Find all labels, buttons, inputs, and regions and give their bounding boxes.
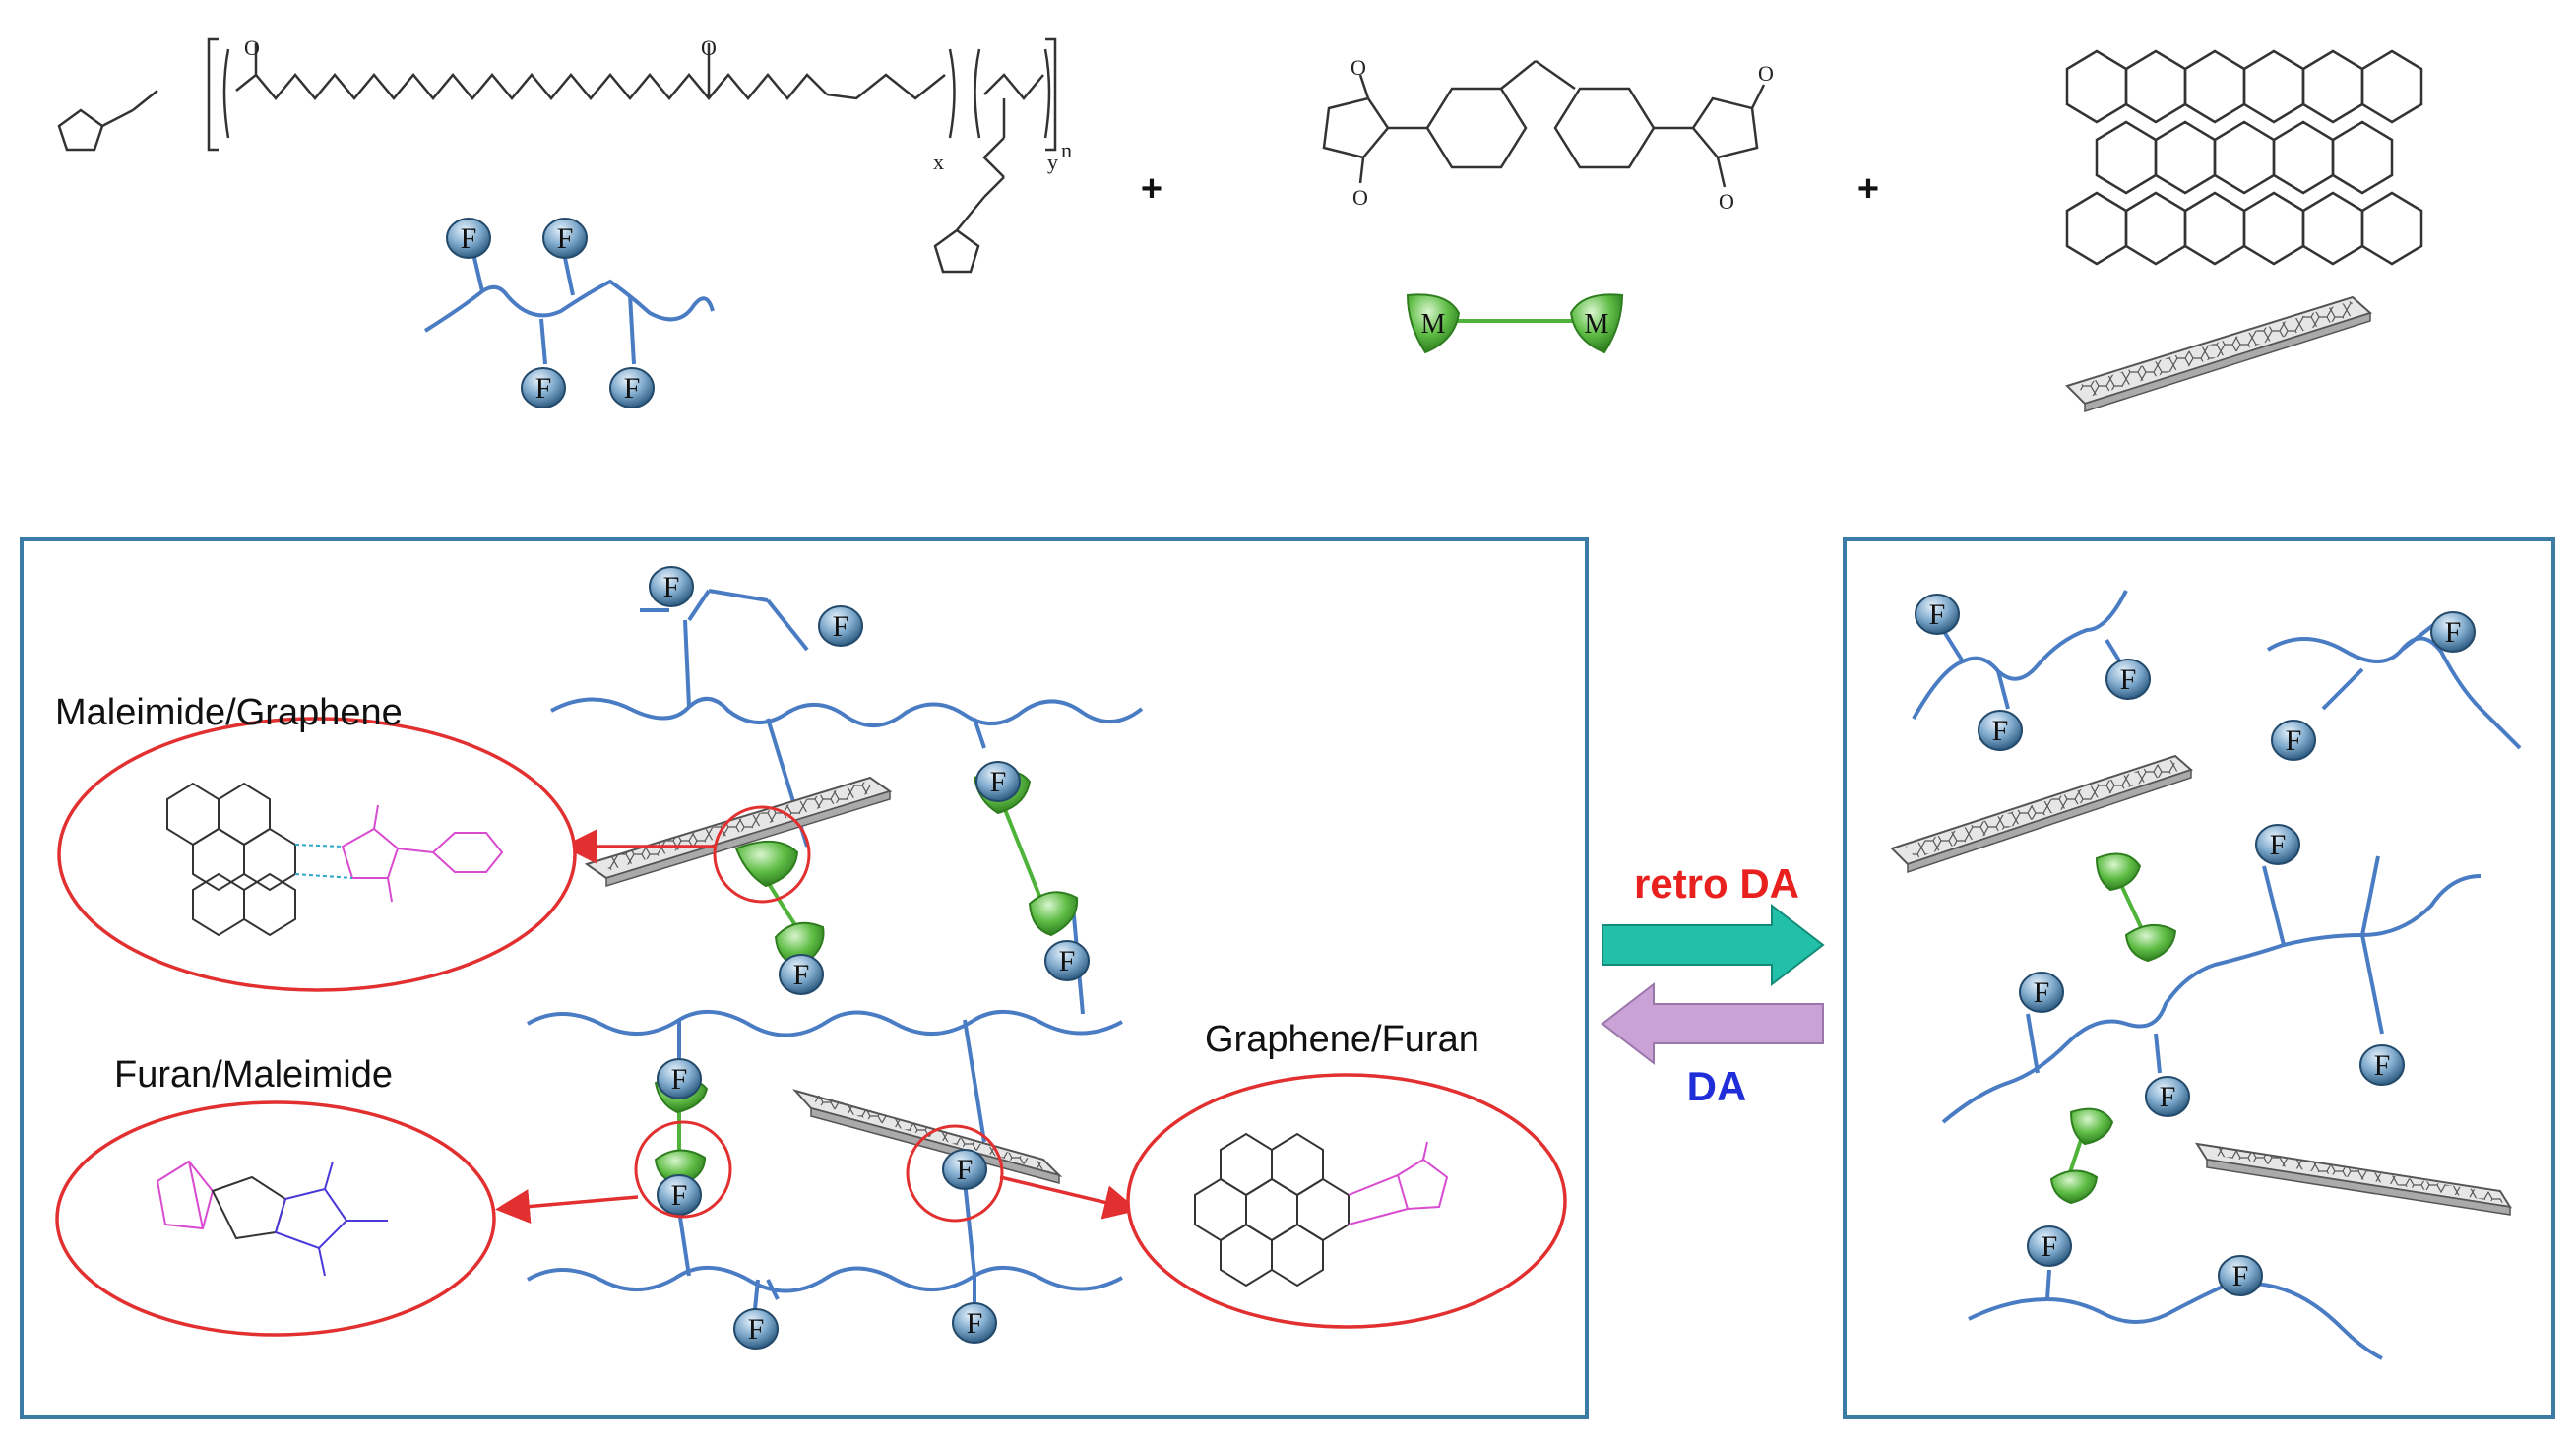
bismaleimide-structure	[1322, 59, 1766, 188]
svg-text:F: F	[671, 1063, 688, 1096]
highlight-circles	[634, 805, 1004, 1223]
sub-n: n	[1061, 138, 1072, 162]
svg-text:F: F	[2270, 829, 2287, 861]
dissociated-state-box	[1843, 537, 2555, 1419]
svg-text:F: F	[990, 766, 1007, 798]
furan-bead-group-top: F F F F	[446, 218, 655, 408]
network-chains	[526, 589, 1144, 1320]
retro-da-label: retro DA	[1634, 860, 1799, 907]
svg-text:F: F	[1992, 715, 2009, 747]
plus-sign-2: +	[1857, 168, 1879, 210]
svg-text:F: F	[793, 959, 810, 991]
bmi-o: O	[1719, 189, 1734, 214]
da-arrow	[1601, 981, 1824, 1066]
schematic-furan-polymer	[423, 257, 715, 365]
graphene-furan-label: Graphene/Furan	[1205, 1019, 1479, 1060]
furan-bead: F	[446, 218, 491, 259]
maleimide-graphene-callout	[57, 717, 577, 992]
furan-bead: F	[542, 218, 588, 259]
graphene-furan-callout	[1126, 1073, 1567, 1329]
furan-bead: F	[2255, 824, 2300, 865]
graphene-furan-bonds	[1348, 1141, 1449, 1225]
graphene-structure	[2065, 49, 2423, 266]
furan-bead: F	[2145, 1076, 2190, 1117]
svg-text:M: M	[1585, 309, 1609, 340]
graphene-sheet	[791, 1089, 1063, 1184]
furan-bead: F	[2027, 1225, 2072, 1267]
graphene-sheet	[1890, 754, 2193, 874]
svg-text:F: F	[2042, 1230, 2058, 1263]
polymer-structure	[57, 37, 1057, 274]
graphene-sheet-icon	[2065, 295, 2372, 413]
svg-text:F: F	[2445, 616, 2462, 649]
carbonyl-o-1: O	[244, 35, 260, 60]
svg-text:F: F	[663, 571, 680, 603]
svg-text:F: F	[833, 610, 849, 643]
furan-bead: F	[779, 954, 824, 995]
svg-text:F: F	[2374, 1049, 2391, 1082]
bmi-o: O	[1351, 55, 1366, 80]
svg-text:F: F	[2034, 976, 2050, 1009]
graphene-sheet	[584, 776, 893, 888]
carbonyl-o-2: O	[701, 35, 717, 60]
svg-text:F: F	[1929, 598, 1946, 631]
svg-text:F: F	[967, 1307, 983, 1340]
bmi-o: O	[1758, 61, 1774, 86]
furan-bead: F	[2271, 720, 2316, 761]
graphene-sheet	[2194, 1142, 2513, 1216]
schematic-bismaleimide: M M	[1406, 293, 1624, 354]
furan-bead: F	[1915, 594, 1960, 635]
sub-y: y	[1047, 150, 1058, 174]
sub-x: x	[933, 150, 944, 174]
furan-bead: F	[2105, 659, 2151, 700]
svg-text:F: F	[957, 1154, 974, 1186]
furan-bead: F	[1044, 940, 1090, 981]
svg-text:F: F	[2160, 1081, 2176, 1113]
maleimide-graphene-bonds	[294, 804, 504, 903]
furan-bead: F	[2359, 1044, 2405, 1086]
svg-text:F: F	[671, 1179, 688, 1212]
furan-bead: F	[657, 1174, 702, 1216]
svg-text:F: F	[557, 222, 574, 255]
furan-maleimide-label: Furan/Maleimide	[114, 1054, 393, 1096]
furan-bead: F	[942, 1149, 987, 1190]
svg-text:F: F	[461, 222, 477, 255]
free-bismaleimide	[2095, 852, 2177, 963]
furan-bead-group-network: F F F F F F F F F F	[649, 566, 1090, 1350]
furan-bead-group-free: F F F F F F F F F F F	[1915, 594, 2476, 1296]
svg-text:F: F	[624, 372, 641, 405]
svg-text:F: F	[1059, 945, 1076, 977]
furan-bead: F	[609, 367, 655, 408]
furan-bead: F	[2218, 1255, 2263, 1296]
callout-arrows	[495, 829, 1139, 1225]
svg-text:F: F	[2120, 663, 2137, 696]
graphene-furan-adduct	[1194, 1132, 1350, 1288]
retro-da-arrow	[1602, 903, 1825, 987]
svg-text:F: F	[535, 372, 552, 405]
furan-bead: F	[2430, 611, 2476, 653]
svg-text:F: F	[2232, 1260, 2249, 1292]
furan-bead: F	[2019, 972, 2064, 1013]
furan-bead: F	[521, 367, 566, 408]
furan-bead: F	[649, 566, 694, 607]
svg-text:F: F	[748, 1313, 765, 1346]
furan-bead: F	[818, 605, 863, 647]
furan-bead: F	[1978, 710, 2023, 751]
furan-bead: F	[657, 1058, 702, 1099]
furan-maleimide-adduct	[156, 1160, 388, 1277]
bmi-o: O	[1352, 185, 1368, 210]
svg-text:F: F	[2286, 724, 2302, 757]
free-chains	[1912, 590, 2522, 1360]
furan-bead: F	[952, 1302, 997, 1344]
furan-maleimide-callout	[55, 1100, 496, 1337]
crosslinked-network-box	[20, 537, 1589, 1419]
svg-text:M: M	[1421, 309, 1446, 340]
da-label: DA	[1687, 1063, 1747, 1109]
maleimide-graphene-label: Maleimide/Graphene	[55, 692, 403, 733]
free-bismaleimide	[2049, 1107, 2114, 1205]
furan-bead: F	[733, 1308, 779, 1350]
furan-bead: F	[975, 761, 1021, 802]
plus-sign-1: +	[1141, 168, 1162, 210]
